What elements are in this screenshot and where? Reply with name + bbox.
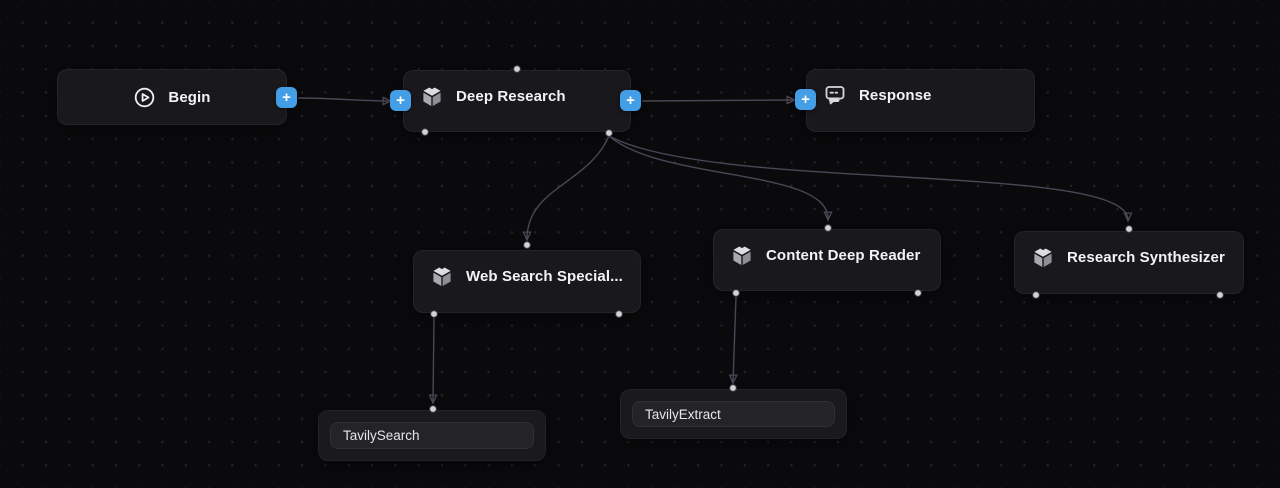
node-response-label: Response [859,86,932,104]
edge-deep-research-to-content-reader [608,135,828,219]
play-circle-icon [135,87,155,108]
edge-deep-research-to-research-synthesizer [608,135,1128,220]
edge-deep-research-to-web-search [527,135,610,239]
edge-begin-to-deep-research [297,98,390,101]
node-begin[interactable]: Begin [57,69,287,125]
cube-icon [433,265,451,286]
port-web-search-top[interactable] [523,241,531,249]
node-tavilyextract[interactable]: TavilyExtract [620,389,847,439]
node-tavilyextract-label: TavilyExtract [645,406,721,422]
node-research-synthesizer[interactable]: Research Synthesizer [1014,231,1244,294]
plus-icon: + [396,92,405,109]
node-content-deep-reader-label: Content Deep Reader [766,246,921,264]
add-node-button-begin-out[interactable]: + [276,87,297,108]
chat-bubbles-icon [825,86,845,105]
edge-web-search-to-tavilysearch [433,317,434,402]
edge-content-reader-to-tavilyextract [733,296,736,382]
edge-deep-research-to-response [641,100,794,101]
tavilysearch-field[interactable]: TavilySearch [330,422,534,449]
add-node-button-deep-research-out[interactable]: + [620,90,641,111]
add-node-button-deep-research-in[interactable]: + [390,90,411,111]
node-web-search-specialist-label: Web Search Special... [466,267,623,285]
plus-icon: + [801,91,810,108]
cube-icon [1034,246,1052,267]
plus-icon: + [282,89,291,106]
cube-icon [733,244,751,265]
cube-icon [423,85,441,106]
node-research-synthesizer-label: Research Synthesizer [1067,248,1225,266]
add-node-button-response-in[interactable]: + [795,89,816,110]
node-tavilysearch-label: TavilySearch [343,428,420,443]
node-response[interactable]: Response [806,69,1035,132]
node-begin-label: Begin [168,89,211,106]
node-deep-research[interactable]: Deep Research [403,70,631,132]
plus-icon: + [626,92,635,109]
node-tavilysearch[interactable]: TavilySearch [318,410,546,461]
node-content-deep-reader[interactable]: Content Deep Reader [713,229,941,291]
node-web-search-specialist[interactable]: Web Search Special... [413,250,641,313]
tavilyextract-field[interactable]: TavilyExtract [632,401,835,427]
node-deep-research-label: Deep Research [456,87,566,105]
